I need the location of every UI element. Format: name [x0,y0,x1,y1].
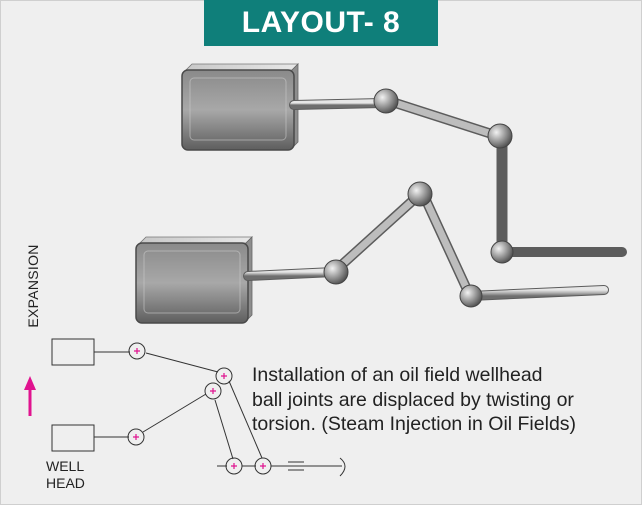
lower-pipe-run [243,181,609,308]
page-title: LAYOUT- 8 [241,6,401,39]
ball-joint-3 [490,240,514,264]
ball-joint-1 [373,88,399,114]
title-banner: LAYOUT- 8 [204,0,438,46]
ball-joint-2 [487,123,513,149]
schematic-joints [127,342,272,475]
ball-joint-5 [407,181,433,207]
caption-text: Installation of an oil field wellhead ba… [252,363,632,437]
schematic-markers [133,348,266,469]
caption-line-3: torsion. (Steam Injection in Oil Fields) [252,413,577,435]
schematic-lower-wellhead [51,424,95,452]
upper-pipe-run [289,88,627,264]
upper-vessel [181,63,299,151]
caption-line-2: ball joints are displaced by twisting or [252,388,574,411]
expansion-label: EXPANSION [25,244,41,328]
schematic-upper-wellhead [51,338,95,366]
lower-vessel [135,236,253,324]
schematic-diagram [51,338,346,477]
ball-joint-6 [459,284,483,308]
wellhead-label: WELL HEAD [46,458,85,491]
ball-joint-4 [323,259,349,285]
expansion-arrow-icon [24,376,36,416]
caption-line-1: Installation of an oil field wellhead [252,364,543,386]
